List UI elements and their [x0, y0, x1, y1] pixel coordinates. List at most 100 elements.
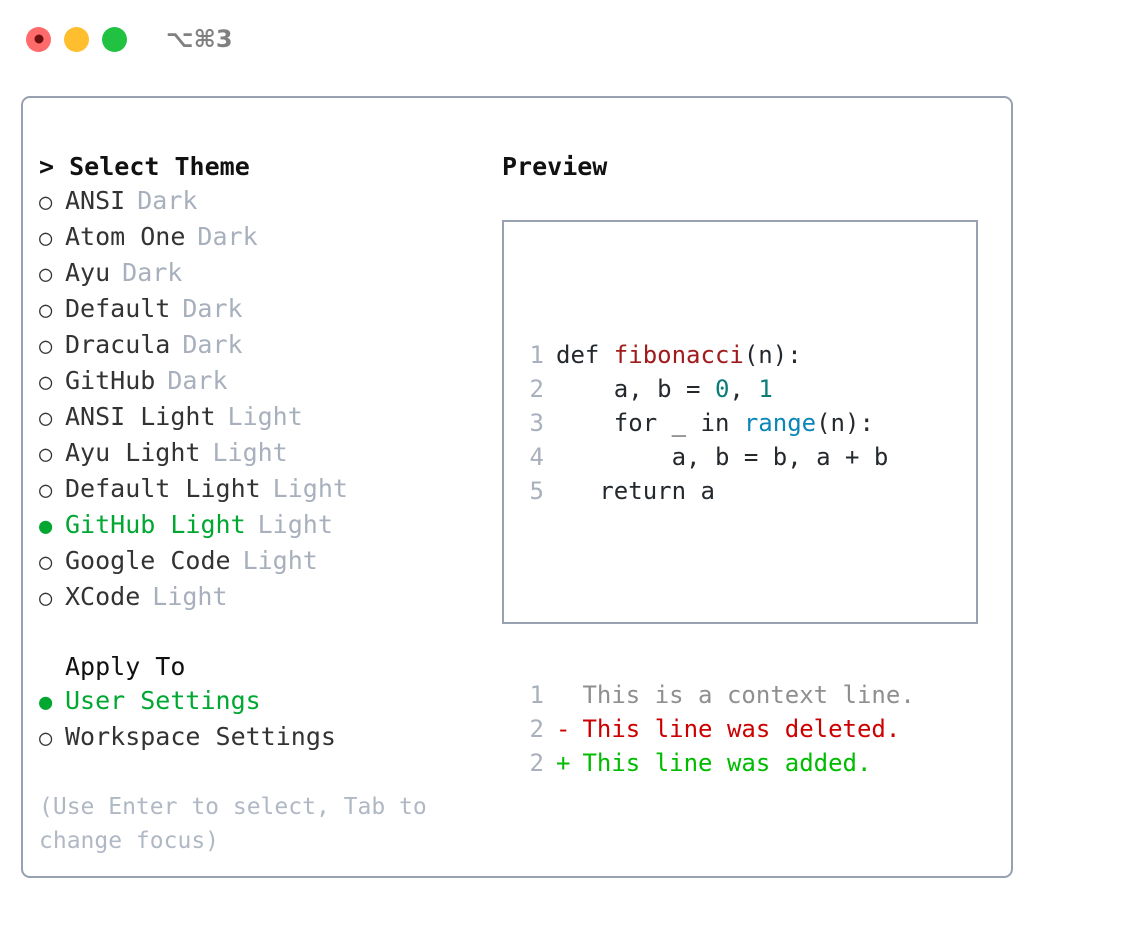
- radio-unselected-icon: ○: [39, 550, 53, 575]
- theme-option-ayu[interactable]: ○ Ayu Dark: [39, 256, 479, 292]
- theme-option-variant: Dark: [167, 366, 228, 395]
- theme-option-variant: Dark: [137, 186, 198, 215]
- preview-heading: Preview: [502, 152, 608, 181]
- theme-option-google-code[interactable]: ○ Google Code Light: [39, 544, 479, 580]
- close-dot[interactable]: [26, 26, 51, 52]
- code-token-plain: ,: [729, 375, 759, 403]
- maximize-dot[interactable]: [102, 26, 127, 52]
- theme-option-variant: Light: [242, 546, 318, 575]
- code-token-num: 0: [714, 375, 730, 403]
- diff-marker: +: [556, 749, 571, 777]
- minimize-dot[interactable]: [64, 26, 89, 52]
- code-token-plain: (n):: [816, 409, 874, 437]
- theme-option-label: Google Code: [65, 546, 231, 575]
- diff-line-text: This line was deleted.: [568, 715, 901, 743]
- diff-line-list: 1 This is a context line.2- This line wa…: [520, 678, 915, 780]
- theme-option-variant: Light: [227, 402, 303, 431]
- radio-unselected-icon: ○: [39, 406, 53, 431]
- apply-to-option-workspace-settings[interactable]: ○ Workspace Settings: [39, 720, 479, 756]
- theme-option-default[interactable]: ○ Default Dark: [39, 292, 479, 328]
- theme-option-github[interactable]: ○ GitHub Dark: [39, 364, 479, 400]
- diff-line-text: This line was added.: [568, 749, 872, 777]
- radio-unselected-icon: ○: [39, 726, 53, 751]
- radio-unselected-icon: ○: [39, 478, 53, 503]
- code-line: 2 a, b = 0, 1: [520, 372, 915, 406]
- code-token-call: range: [743, 409, 817, 437]
- diff-line-content: + This line was added.: [556, 746, 871, 780]
- code-token-plain: def: [556, 341, 614, 369]
- theme-option-label: ANSI Light: [65, 402, 216, 431]
- apply-to-option-label: Workspace Settings: [65, 722, 336, 751]
- code-line-number: 1: [529, 341, 544, 369]
- code-line: 4 a, b = b, a + b: [520, 440, 915, 474]
- radio-unselected-icon: ○: [39, 262, 53, 287]
- code-blank-line: [520, 576, 915, 610]
- code-token-num: 1: [758, 375, 773, 403]
- theme-option-label: Default: [65, 294, 171, 323]
- diff-line-content: - This line was deleted.: [556, 712, 900, 746]
- radio-unselected-icon: ○: [39, 370, 53, 395]
- caret-icon: >: [39, 152, 55, 181]
- diff-line-number: 2: [529, 749, 544, 777]
- theme-option-variant: Light: [212, 438, 288, 467]
- theme-option-variant: Dark: [122, 258, 183, 287]
- radio-unselected-icon: ○: [39, 442, 53, 467]
- theme-option-label: XCode: [65, 582, 141, 611]
- code-line-number: 4: [529, 443, 544, 471]
- code-line-number: 3: [529, 409, 544, 437]
- theme-option-label: Dracula: [65, 330, 171, 359]
- theme-option-variant: Dark: [197, 222, 258, 251]
- radio-unselected-icon: ○: [39, 586, 53, 611]
- theme-option-variant: Light: [272, 474, 348, 503]
- code-line-text: a, b = 0, 1: [556, 372, 773, 406]
- theme-option-variant: Light: [152, 582, 228, 611]
- keyboard-hint-text: (Use Enter to select, Tab to change focu…: [39, 794, 427, 854]
- radio-unselected-icon: ○: [39, 298, 53, 323]
- code-token-fn: fibonacci: [613, 341, 744, 369]
- code-line-text: for _ in range(n):: [556, 406, 874, 440]
- code-line-text: def fibonacci(n):: [556, 338, 802, 372]
- theme-option-label: Default Light: [65, 474, 261, 503]
- theme-option-dracula[interactable]: ○ Dracula Dark: [39, 328, 479, 364]
- radio-unselected-icon: ○: [39, 190, 53, 215]
- diff-line-number: 2: [529, 715, 544, 743]
- theme-option-default-light[interactable]: ○ Default Light Light: [39, 472, 479, 508]
- code-token-plain: a, b = b, a + b: [556, 443, 889, 471]
- theme-option-variant: Dark: [182, 294, 243, 323]
- select-theme-heading-label: Select Theme: [69, 152, 250, 181]
- theme-option-label: Ayu Light: [65, 438, 201, 467]
- radio-selected-icon: ●: [39, 690, 53, 715]
- diff-line-add: 2 + This line was added.: [520, 746, 915, 780]
- code-token-plain: a, b =: [556, 375, 715, 403]
- window-controls: [26, 26, 127, 52]
- diff-line-del: 2- This line was deleted.: [520, 712, 915, 746]
- theme-option-label: GitHub Light: [65, 510, 246, 539]
- theme-option-xcode[interactable]: ○ XCode Light: [39, 580, 479, 616]
- apply-to-heading: Apply To: [65, 652, 186, 681]
- diff-line-text: This is a context line.: [568, 681, 915, 709]
- diff-line-ctx: 1 This is a context line.: [520, 678, 915, 712]
- code-token-plain: for _ in: [556, 409, 744, 437]
- theme-option-ayu-light[interactable]: ○ Ayu Light Light: [39, 436, 479, 472]
- radio-unselected-icon: ○: [39, 334, 53, 359]
- theme-option-label: GitHub: [65, 366, 156, 395]
- diff-marker: -: [556, 715, 571, 743]
- apply-to-option-user-settings[interactable]: ●User Settings: [39, 684, 479, 720]
- theme-option-ansi-light[interactable]: ○ ANSI Light Light: [39, 400, 479, 436]
- code-line-number: 2: [529, 375, 544, 403]
- theme-option-label: Atom One: [65, 222, 186, 251]
- theme-option-label: Ayu: [65, 258, 111, 287]
- theme-option-variant: Dark: [182, 330, 243, 359]
- apply-to-option-list: ●User Settings ○ Workspace Settings: [39, 684, 479, 756]
- code-line-text: return a: [556, 474, 715, 508]
